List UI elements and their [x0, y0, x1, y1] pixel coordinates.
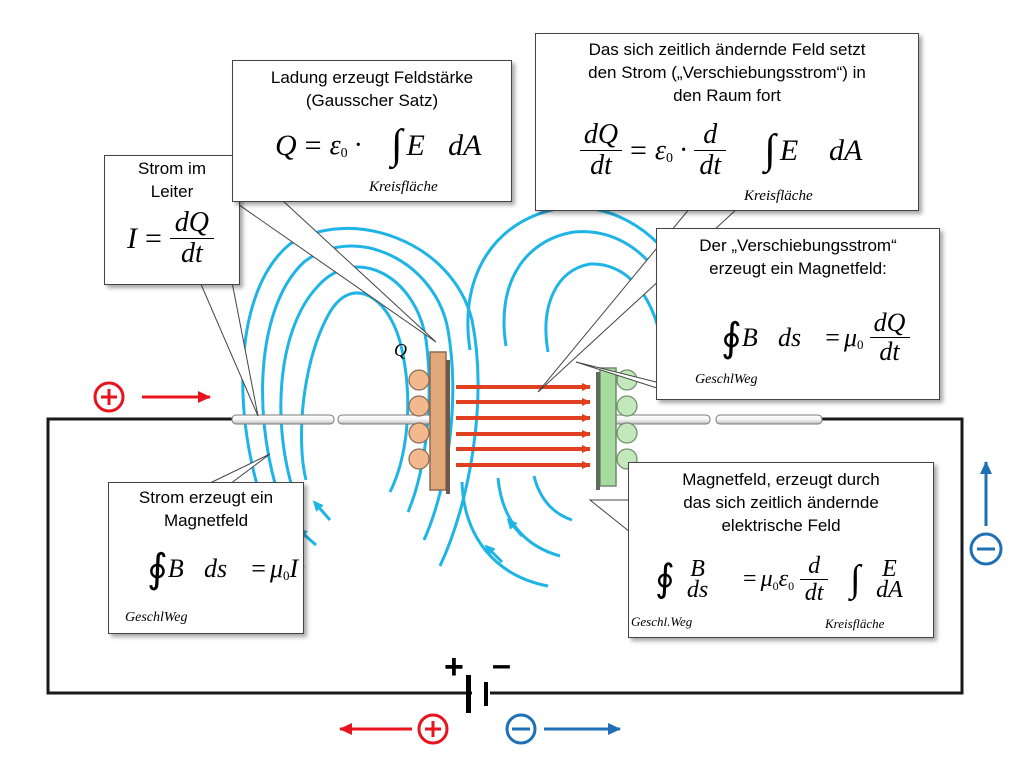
formula-magnet-wire: ∮ B⃗ds⃗ = μ 0 I [147, 546, 299, 591]
capacitor-plate-right [596, 367, 617, 490]
formula-magnet-disp: ∮ B⃗ds⃗ = μ 0 dQ dt [721, 309, 910, 366]
callout-magnet-efield-line3: elektrische Feld [721, 516, 841, 535]
formula-current: I = dQ dt [127, 208, 214, 269]
positive-symbol-bottom [417, 713, 449, 745]
magnet-wire-path-label: GeschlWeg [125, 610, 188, 625]
battery-minus-label: – [492, 646, 511, 684]
callout-current-line1: Strom im [138, 159, 206, 178]
callout-displacement-line2: den Strom („Verschiebungsstrom“) in [588, 63, 866, 82]
wire-segments [231, 414, 823, 425]
callout-magnet-wire-line2: Magnetfeld [163, 511, 249, 530]
callout-current-magnetfield: Strom erzeugt ein Magnetfeld ∮ B⃗ds⃗ = μ… [108, 482, 304, 634]
callout-magnet-efield-line2: das sich zeitlich ändernde [683, 493, 879, 512]
magnet-efield-path-label: Geschl.Weg [631, 614, 693, 629]
callout-displacement-line1: Das sich zeitlich ändernde Feld setzt [588, 40, 866, 59]
magnet-disp-path-label: GeschlWeg [695, 372, 758, 387]
circuit-wire [46, 417, 964, 695]
magnet-efield-integration-domain: Kreisfläche [825, 616, 885, 631]
callout-displacement-current: Das sich zeitlich ändernde Feld setzt de… [535, 33, 919, 211]
formula-gauss: Q = ε 0 · ∫ E⃗dA⃗ [275, 121, 505, 168]
displacement-integration-domain: Kreisfläche [744, 188, 813, 204]
callout-gauss-line2: (Gausscher Satz) [305, 91, 439, 110]
callout-displacement-magnetfield: Der „Verschiebungsstrom“ erzeugt ein Mag… [656, 228, 940, 400]
callout-current-line2: Leiter [150, 182, 194, 201]
formula-displacement: dQ dt = ε 0 · d dt ∫ E⃗ dA⃗ [580, 120, 886, 181]
positive-symbol-top-left [93, 381, 125, 413]
callout-displacement-line3: den Raum fort [673, 86, 781, 105]
capacitor-plate-left [429, 351, 450, 494]
callout-magnet-disp-line2: erzeugt ein Magnetfeld: [709, 259, 887, 278]
callout-magnet-wire-line1: Strom erzeugt ein [138, 488, 274, 507]
callout-gauss-law: Ladung erzeugt Feldstärke (Gausscher Sat… [232, 60, 512, 202]
callout-magnet-efield-line1: Magnetfeld, erzeugt durch [682, 470, 880, 489]
gauss-integration-domain: Kreisfläche [369, 179, 438, 195]
callout-magnet-disp-line1: Der „Verschiebungsstrom“ [699, 236, 897, 255]
negative-symbol-bottom [505, 713, 537, 745]
electric-field-arrows [456, 383, 591, 469]
negative-symbol-right [969, 532, 1003, 566]
charges-left [408, 369, 430, 470]
callout-gauss-line1: Ladung erzeugt Feldstärke [270, 68, 474, 87]
battery-plus-label: + [444, 648, 464, 686]
callout-current-in-wire: Strom im Leiter I = dQ dt [104, 155, 240, 285]
formula-magnet-efield: ∮ B⃗ ds⃗ = μ 0 ε 0 d dt ∫ E⃗ dA⃗ [655, 553, 922, 606]
battery-symbol [466, 675, 488, 713]
charge-label: Q [394, 340, 407, 360]
callout-efield-magnetfield: Magnetfeld, erzeugt durch das sich zeitl… [628, 462, 934, 638]
